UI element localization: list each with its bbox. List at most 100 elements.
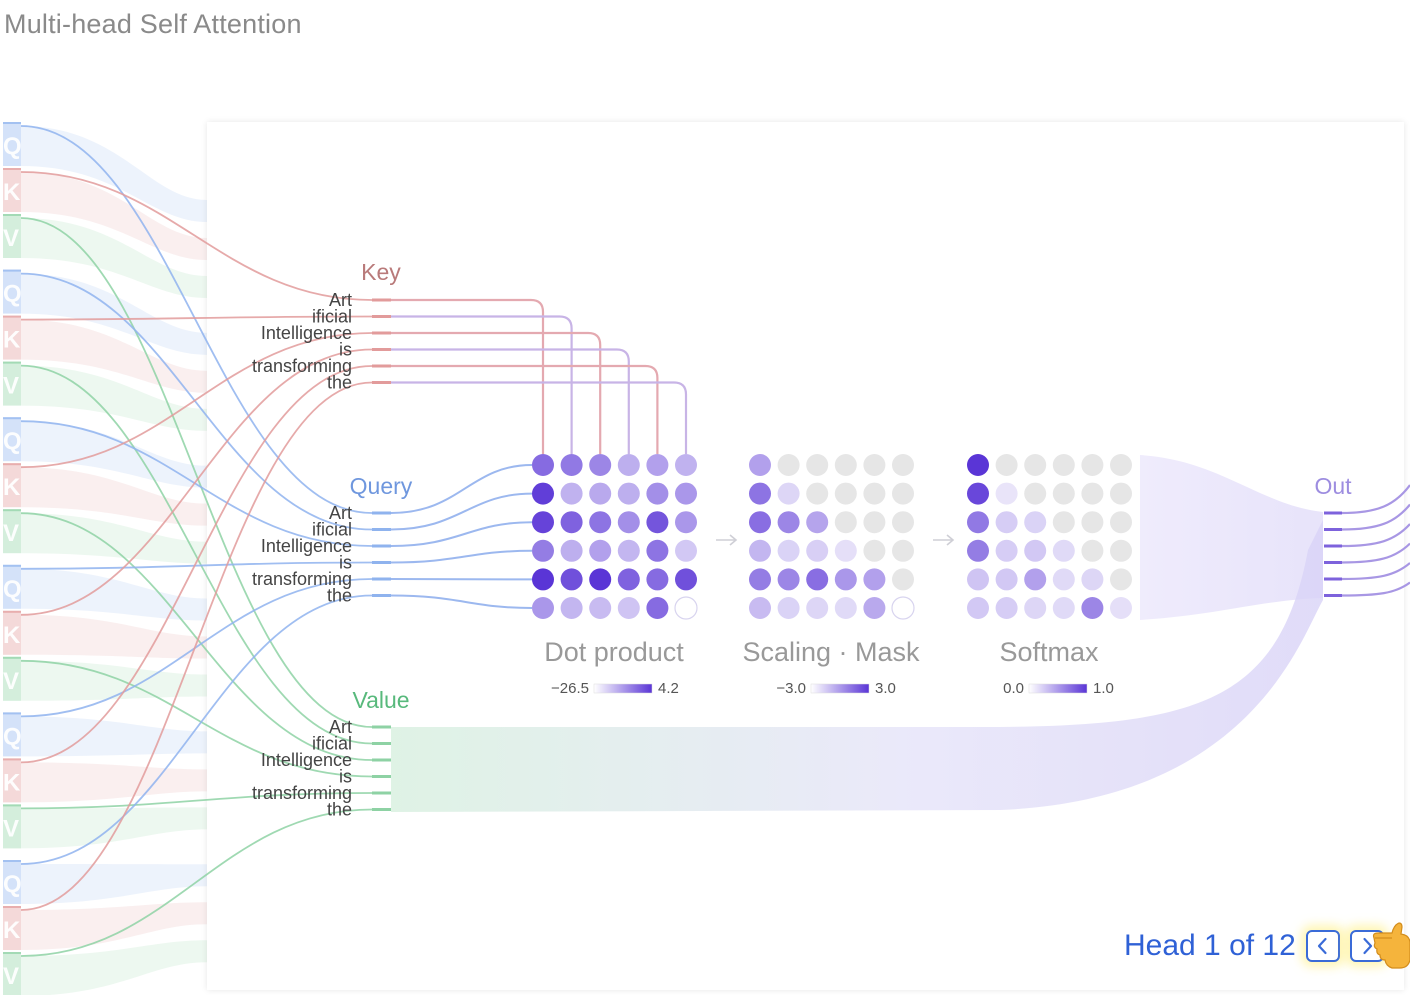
projection-band [21,365,207,431]
attention-cell [863,511,886,534]
attention-cell [892,454,914,476]
attention-cell [995,482,1018,505]
qkv-letter-v: V [3,668,19,695]
attention-cell [806,454,829,476]
attention-cell [674,596,698,620]
color-scale-bar [1028,683,1088,694]
attention-cell [777,454,800,476]
key-line [391,315,573,454]
attention-cell [806,597,829,619]
stage-title: Softmax [999,637,1099,667]
attention-cell [1110,511,1132,534]
qkv-strip-edge [3,804,21,807]
attention-cell [892,568,914,591]
projection-line [20,792,373,810]
qkv-strip-cell [3,610,21,655]
softmax-output-flow [1140,455,1323,620]
qkv-strip-edge [3,361,21,364]
attention-cell [749,482,771,505]
projection-line [20,659,373,778]
projection-line [20,315,373,321]
qkv-letter-q: Q [3,723,22,750]
projection-line [20,381,373,911]
attention-cell [1024,454,1047,476]
qkv-strip-cell [3,214,21,258]
attention-cell [589,568,612,591]
projection-band [21,218,207,298]
attention-cell [967,597,989,619]
query-line [390,492,533,531]
attention-cell [995,568,1018,591]
projection-line [20,272,373,531]
projection-line [20,594,373,865]
output-line [1341,562,1410,581]
attention-cell [749,511,771,534]
attention-cell [834,597,857,619]
qkv-letter-v: V [3,520,19,547]
token-label: transforming [252,783,352,803]
attention-cell [834,482,857,505]
qkv-strip-edge [3,122,21,124]
attention-cell [863,539,886,562]
attention-cell [863,454,886,476]
attention-cell [863,482,886,505]
projection-line [20,364,373,745]
attention-cell [777,482,800,505]
qkv-strip-edge [3,758,21,761]
key-line [391,331,602,454]
token-label: the [327,800,352,820]
projection-line [20,217,373,728]
qkv-letter-v: V [3,373,19,400]
qkv-letter-v: V [3,225,19,252]
attention-cell [589,511,612,534]
projection-band [21,467,207,526]
qkv-strip-cell [3,417,21,462]
projection-band [21,513,207,564]
attention-cell [1110,597,1132,619]
attention-cell [1052,597,1075,619]
attention-cell [995,597,1018,619]
scale-min: 0.0 [1003,680,1024,697]
attention-cell [589,454,612,476]
token-label: is [339,767,352,787]
token-label: Intelligence [261,750,352,770]
attention-cell [967,454,989,476]
previous-head-button[interactable] [1305,930,1340,962]
attention-cell [1052,568,1075,591]
attention-cell [967,539,989,562]
scale-max: 3.0 [875,680,896,697]
attention-cell [777,597,800,619]
attention-cell [967,482,989,505]
group-title-key: Key [361,259,401,285]
attention-cell [806,539,829,562]
qkv-strip-cell [3,361,21,406]
projection-band [21,940,207,995]
token-label: Intelligence [261,323,352,343]
value-output-flow [391,520,1323,812]
attention-cell [646,597,669,619]
color-scale-bar [593,683,653,694]
attention-cell [749,454,771,476]
chevron-left-icon [1317,937,1327,955]
token-label: is [339,553,352,573]
projection-band [21,421,207,488]
attention-cell [967,568,989,591]
qkv-strip-edge [3,463,21,466]
attention-cell [777,568,800,591]
attention-cell [1024,597,1047,619]
attention-cell [749,568,771,591]
attention-cell [646,482,669,505]
attention-cell [1110,482,1132,505]
attention-cell [560,597,583,619]
projection-band [21,716,207,757]
attention-cell [1110,454,1132,476]
qkv-strip-edge [3,656,21,659]
key-line [391,381,688,454]
attention-cell [995,511,1018,534]
qkv-strip-edge [3,269,21,272]
attention-cell [646,568,669,591]
qkv-strip-cell [3,269,21,314]
qkv-letter-v: V [3,963,19,990]
attention-cell [1052,511,1075,534]
